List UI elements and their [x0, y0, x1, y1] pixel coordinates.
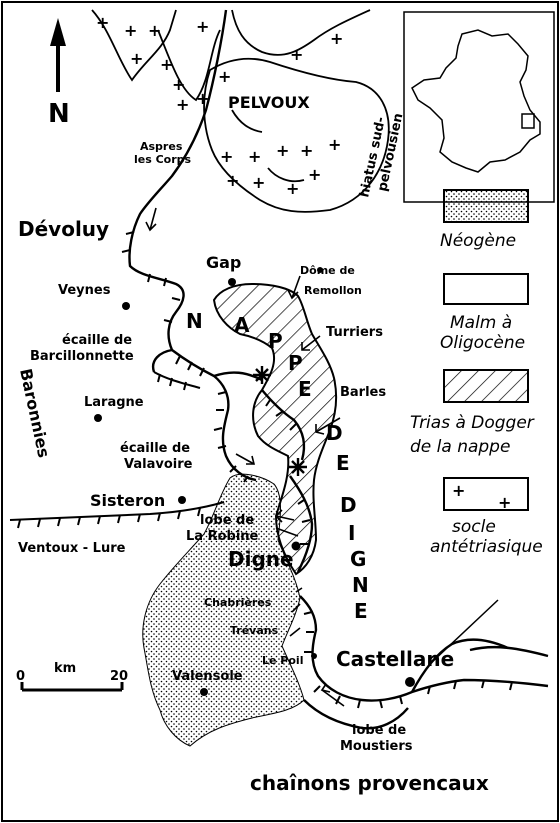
north-label: N	[48, 99, 70, 129]
legend-swatch-trias	[443, 369, 529, 403]
label-lobe-moust-1: lobe de	[352, 723, 406, 738]
label-castellane: Castellane	[336, 647, 454, 671]
svg-text:+: +	[330, 29, 343, 48]
label-lobe-moust-2: Moustiers	[340, 739, 413, 754]
france-outline	[411, 29, 541, 173]
nappe-letter: D	[340, 493, 357, 517]
nappe-letter: N	[352, 573, 369, 597]
svg-text:+: +	[130, 49, 143, 68]
label-ventoux: Ventoux - Lure	[18, 541, 126, 556]
label-digne: Digne	[228, 547, 294, 571]
svg-text:+: +	[248, 147, 261, 166]
inset-location-box	[521, 113, 535, 129]
label-ecaille-barc-1: écaille de	[62, 333, 132, 348]
nappe-letter: A	[234, 313, 250, 337]
label-chainons: chaînons provencaux	[250, 771, 489, 795]
label-dome-1: Dôme de	[300, 264, 355, 277]
svg-text:+: +	[328, 135, 341, 154]
svg-text:+: +	[452, 481, 465, 500]
neogene-valensole	[142, 473, 305, 747]
svg-text:+: +	[176, 95, 189, 114]
label-devoluy: Dévoluy	[18, 217, 109, 241]
thrust-barbs	[121, 231, 513, 709]
inset-leader	[429, 599, 499, 665]
nappe-letter: G	[350, 547, 366, 571]
label-lobe-robine-1: lobe de	[200, 513, 254, 528]
nappe-letter: P	[288, 351, 303, 375]
svg-text:+: +	[498, 493, 511, 512]
svg-text:+: +	[96, 13, 109, 32]
legend-malm-1: Malm à	[450, 313, 512, 333]
label-aspres-2: les Corps	[134, 153, 192, 166]
svg-text:+: +	[300, 141, 313, 160]
label-ecaille-barc-2: Barcillonnette	[30, 349, 134, 364]
label-ecaille-val-2: Valavoire	[124, 457, 193, 472]
legend-trias-1: Trias à Dogger	[410, 413, 535, 433]
nappe-letter: N	[186, 309, 203, 333]
label-dome-2: Remollon	[304, 284, 362, 297]
legend-trias-2: de la nappe	[410, 437, 510, 457]
label-baronnies: Baronnies	[16, 367, 53, 459]
legend-socle-2: antétriasique	[430, 537, 543, 557]
legend: Néogène Malm à Oligocène Trias à Dogger …	[410, 189, 543, 557]
svg-text:+: +	[290, 45, 303, 64]
label-le-poil: Le Poil	[262, 654, 303, 667]
scale-start: 0	[16, 669, 25, 684]
scale-unit: km	[54, 661, 76, 676]
label-trevans: Trévans	[230, 624, 279, 637]
nappe-letter: E	[298, 377, 312, 401]
socle-areas	[91, 9, 390, 213]
svg-text:+: +	[148, 21, 161, 40]
tectonic-window-star-icon	[253, 366, 307, 476]
label-ecaille-val-1: écaille de	[120, 441, 190, 456]
nappe-letter: E	[354, 599, 368, 623]
svg-text:+: +	[196, 89, 209, 108]
svg-text:+: +	[308, 165, 321, 184]
svg-text:+: +	[226, 171, 239, 190]
legend-swatch-neogene	[443, 189, 529, 223]
nappe-letter: I	[348, 521, 355, 545]
nappe-letter: E	[336, 451, 350, 475]
label-lobe-robine-2: La Robine	[186, 529, 259, 544]
label-aspres-1: Aspres	[140, 140, 183, 153]
svg-text:+: +	[124, 21, 137, 40]
nappe-letter: P	[268, 329, 283, 353]
legend-malm-2: Oligocène	[440, 333, 525, 353]
label-turriers: Turriers	[326, 325, 383, 340]
socle-plus-signs: ++++ ++++ ++ +++++ ++++ ++	[96, 13, 343, 198]
ventoux-lure-thrust	[9, 501, 225, 529]
legend-neogene: Néogène	[440, 231, 516, 251]
svg-text:+: +	[220, 147, 233, 166]
label-laragne: Laragne	[84, 395, 144, 410]
svg-text:+: +	[276, 141, 289, 160]
legend-socle-1: socle	[452, 517, 496, 537]
nappe-de-digne-label: N A P P E D E D I G N E	[186, 309, 369, 623]
town-dot-icon	[94, 267, 415, 696]
thrust-line-west	[128, 9, 228, 373]
motion-arrows	[145, 207, 345, 707]
label-sisteron: Sisteron	[90, 491, 165, 510]
svg-text:+: +	[252, 173, 265, 192]
north-arrow-icon: N	[48, 18, 70, 129]
scale-end: 20	[110, 669, 128, 684]
svg-text:+: +	[286, 179, 299, 198]
svg-text:+: +	[218, 67, 231, 86]
legend-swatch-socle	[443, 477, 529, 511]
svg-text:+: +	[172, 75, 185, 94]
inset-map	[403, 11, 555, 203]
svg-text:+: +	[160, 55, 173, 74]
barcillonnette-thrust	[153, 371, 201, 391]
legend-swatch-malm	[443, 273, 529, 305]
nappe-letter: D	[326, 421, 343, 445]
scale-bar: 0 km 20	[16, 661, 128, 692]
label-barles: Barles	[340, 385, 386, 400]
label-valensole: Valensole	[172, 669, 243, 684]
label-gap: Gap	[206, 253, 241, 272]
svg-text:+: +	[196, 17, 209, 36]
label-veynes: Veynes	[58, 283, 111, 298]
label-chabrieres: Chabrières	[204, 596, 272, 609]
label-pelvoux: PELVOUX	[228, 93, 310, 112]
